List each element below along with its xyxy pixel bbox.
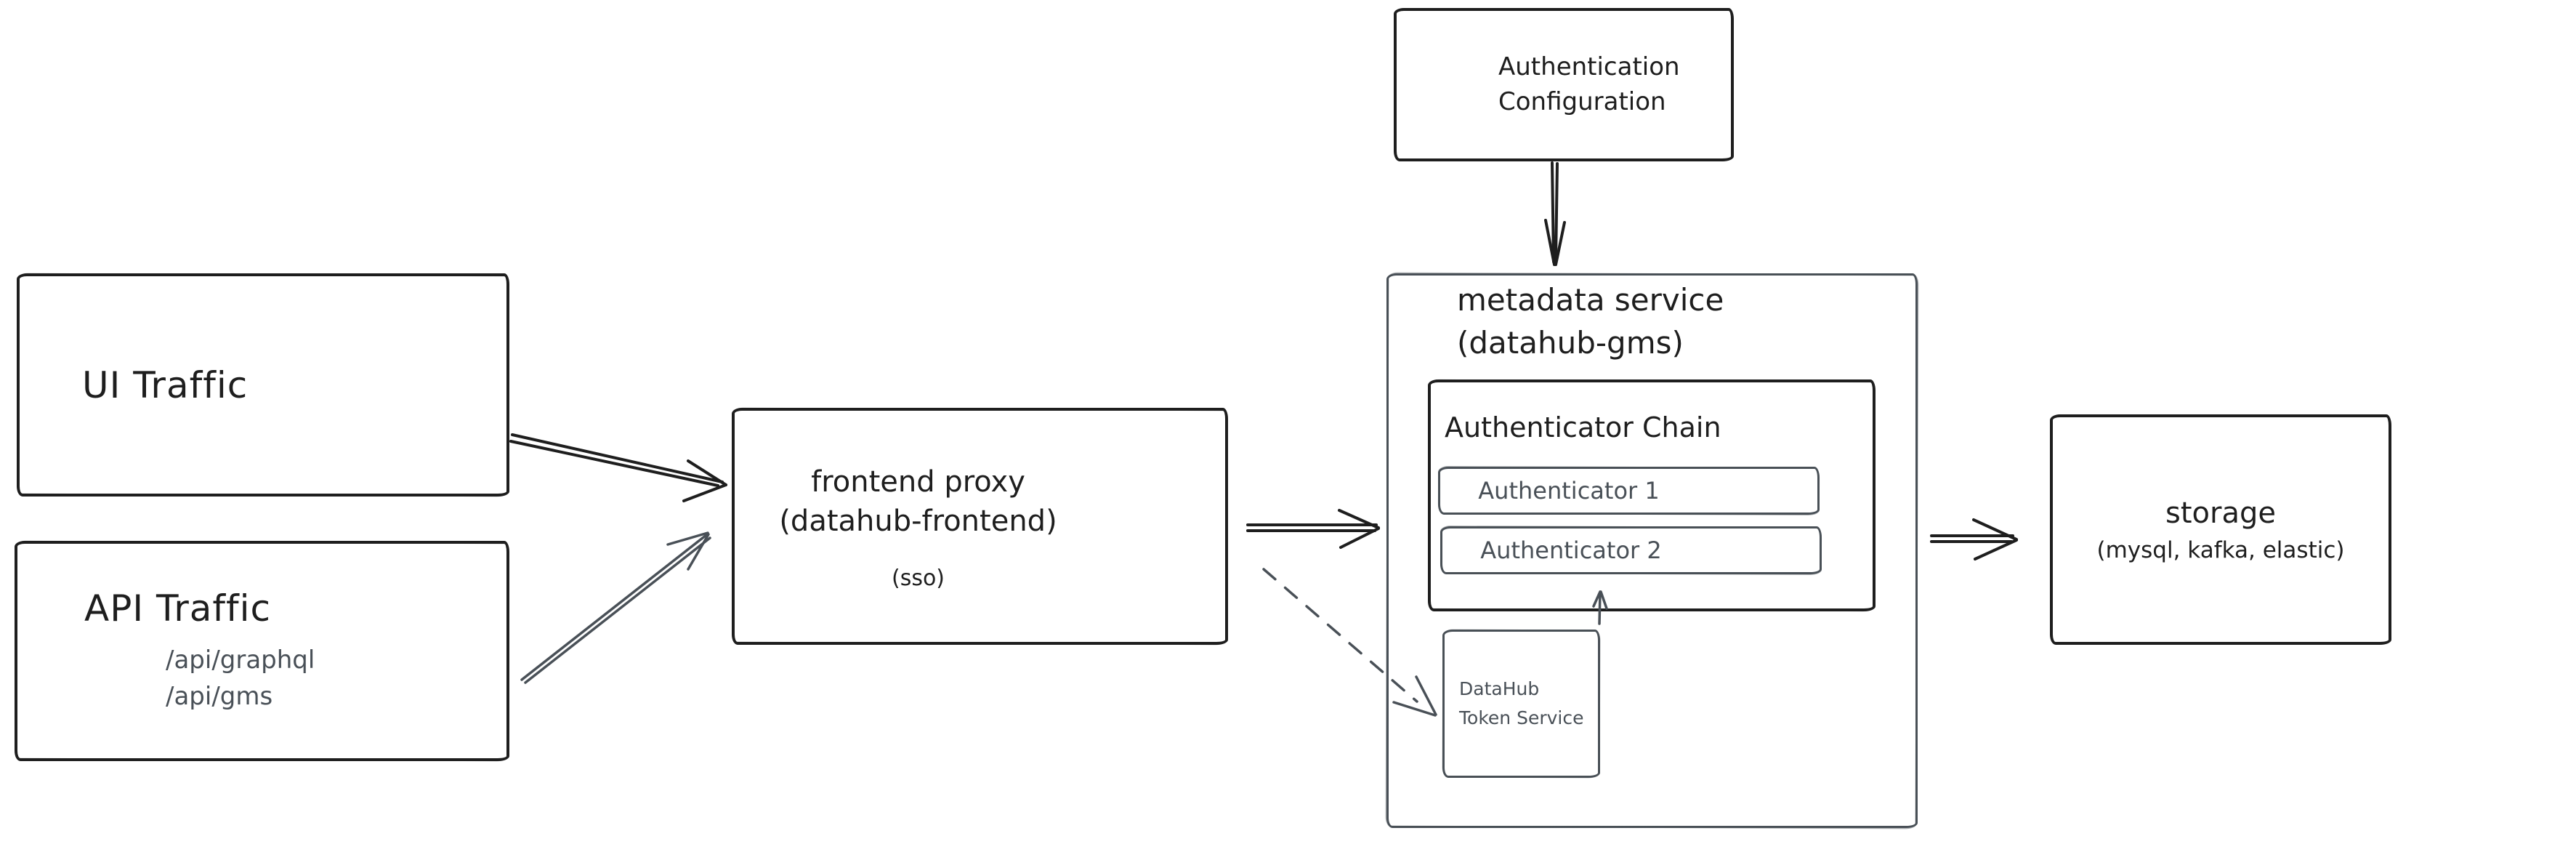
storage-subtitle: (mysql, kafka, elastic)	[2096, 536, 2345, 563]
authenticator-2-label: Authenticator 2	[1480, 536, 1662, 564]
frontend-proxy-sso-note: (sso)	[891, 565, 945, 591]
auth-config-line2: Configuration	[1498, 87, 1666, 116]
frontend-proxy-box: frontend proxy (datahub-frontend) (sso)	[732, 408, 1228, 645]
authenticator-chain-title: Authenticator Chain	[1445, 411, 1721, 443]
storage-box: storage (mysql, kafka, elastic)	[2050, 414, 2391, 645]
ui-traffic-box: UI Traffic	[17, 273, 509, 497]
frontend-proxy-title: frontend proxy	[811, 465, 1025, 499]
metadata-service-title: metadata service	[1457, 282, 1724, 318]
token-service-box: DataHub Token Service	[1442, 630, 1600, 778]
api-endpoint-gms: /api/gms	[166, 681, 273, 711]
arrow-frontend-proxy-to-metadata-service	[1246, 509, 1380, 549]
api-traffic-box: API Traffic /api/graphql /api/gms	[15, 541, 509, 761]
metadata-service-title-block: metadata service (datahub-gms)	[1457, 279, 1724, 365]
authenticator-2-box: Authenticator 2	[1440, 526, 1822, 574]
storage-title: storage	[2165, 496, 2276, 530]
authenticator-1-label: Authenticator 1	[1478, 477, 1660, 505]
arrow-ui-traffic-to-frontend-proxy	[509, 433, 727, 502]
api-endpoints: /api/graphql /api/gms	[166, 643, 506, 715]
api-traffic-label: API Traffic	[84, 587, 271, 630]
auth-config-box: Authentication Configuration	[1394, 8, 1734, 161]
authenticator-1-box: Authenticator 1	[1438, 467, 1820, 515]
api-endpoint-graphql: /api/graphql	[166, 646, 315, 675]
metadata-service-subtitle: (datahub-gms)	[1457, 324, 1684, 361]
arrow-auth-config-to-metadata-service	[1544, 161, 1566, 266]
frontend-proxy-subtitle: (datahub-frontend)	[779, 504, 1057, 538]
token-service-line1: DataHub	[1459, 678, 1540, 699]
arrow-metadata-service-to-storage	[1930, 518, 2018, 560]
token-service-line2: Token Service	[1459, 707, 1584, 728]
ui-traffic-label: UI Traffic	[82, 363, 249, 406]
arrow-api-traffic-to-frontend-proxy	[520, 531, 711, 684]
auth-config-line1: Authentication	[1498, 52, 1680, 81]
